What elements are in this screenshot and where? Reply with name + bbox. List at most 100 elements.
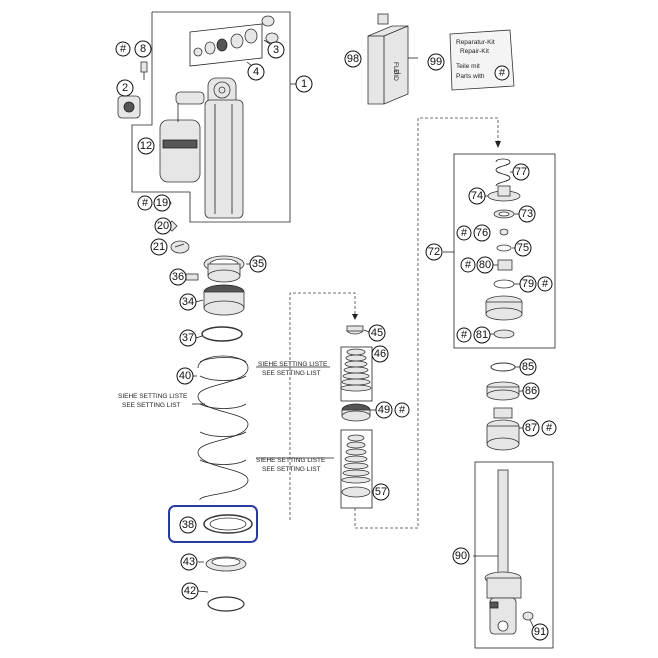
fluid-can: FLUID 5L [367, 13, 409, 105]
repair-text-4: Parts with [456, 73, 485, 80]
svg-text:36: 36 [172, 271, 184, 283]
repair-kit-box: Reparatur-Kit Repair-Kit Teile mit Parts… [449, 29, 515, 91]
label-35: 35 [249, 255, 267, 273]
part34-adjuster-nut [203, 284, 245, 316]
part35-spring-retainer [203, 255, 245, 283]
svg-text:85: 85 [522, 361, 534, 373]
highlight-box-38[interactable] [168, 505, 258, 543]
label-49: 49 [375, 401, 393, 419]
part4-box [189, 23, 263, 67]
shock-body [204, 77, 244, 219]
setting-spring-de: SIEHE SETTING LISTE [118, 393, 188, 400]
svg-text:73: 73 [521, 208, 533, 220]
label-86: 86 [522, 382, 540, 400]
label-80-hash: # [460, 257, 476, 273]
part3-cap [261, 15, 275, 27]
svg-text:98: 98 [347, 53, 359, 65]
label-73: 73 [518, 205, 536, 223]
part45-nut [346, 325, 364, 335]
part46-bracket [340, 346, 373, 402]
part2-adjuster [117, 95, 141, 119]
label-45: 45 [368, 324, 386, 342]
part86-seal [486, 381, 520, 401]
setting-top-en: SEE SETTING LIST [262, 370, 321, 377]
svg-text:49: 49 [378, 404, 390, 416]
part3-cap2 [265, 32, 279, 44]
label-91: 91 [531, 623, 549, 641]
part90-piston-rod [484, 469, 522, 635]
part90-frame [474, 461, 554, 649]
svg-text:99: 99 [430, 56, 442, 68]
part91-nut [522, 611, 534, 621]
svg-text:57: 57 [375, 486, 387, 498]
label-80: 80 [476, 256, 494, 274]
svg-text:2: 2 [122, 82, 128, 94]
svg-text:12: 12 [140, 140, 152, 152]
svg-text:90: 90 [455, 550, 467, 562]
svg-text:76: 76 [476, 227, 488, 239]
setting-bot-en: SEE SETTING LIST [262, 466, 321, 473]
label-79: 79 [519, 275, 537, 293]
label-38: 38 [179, 516, 197, 534]
svg-text:75: 75 [517, 242, 529, 254]
reservoir [159, 91, 205, 183]
svg-text:38: 38 [182, 519, 194, 531]
svg-text:35: 35 [252, 258, 264, 270]
label-34: 34 [179, 293, 197, 311]
dashed-link-right [354, 117, 499, 529]
right-group-parts [485, 158, 523, 339]
setting-spring-en: SEE SETTING LIST [122, 402, 181, 409]
label-85: 85 [519, 358, 537, 376]
svg-text:#: # [546, 422, 553, 434]
label-76: 76 [473, 224, 491, 242]
label-8: 8 [134, 40, 152, 58]
svg-text:8: 8 [140, 43, 146, 55]
fluid-unit: 5L [394, 69, 402, 76]
svg-text:20: 20 [157, 220, 169, 232]
label-8-hash: # [115, 41, 131, 57]
label-76-hash: # [456, 225, 472, 241]
label-40: 40 [176, 367, 194, 385]
part49-piston [341, 403, 371, 422]
svg-text:37: 37 [182, 332, 194, 344]
label-49-hash: # [394, 402, 410, 418]
label-1: 1 [295, 75, 313, 93]
label-81-hash: # [456, 327, 472, 343]
label-21: 21 [150, 238, 168, 256]
label-3: 3 [267, 41, 285, 59]
part4-seals [193, 28, 258, 57]
part40-spring [197, 355, 249, 501]
svg-text:34: 34 [182, 296, 194, 308]
part8-screw [140, 61, 148, 80]
svg-text:#: # [465, 259, 472, 271]
svg-text:74: 74 [471, 190, 483, 202]
svg-text:87: 87 [525, 422, 537, 434]
svg-text:4: 4 [253, 66, 259, 78]
svg-text:43: 43 [183, 556, 195, 568]
label-43: 43 [180, 553, 198, 571]
part46-shims [340, 348, 372, 392]
svg-text:#: # [542, 278, 549, 290]
label-19-hash: # [137, 195, 153, 211]
part72-frame [453, 153, 556, 349]
label-87: 87 [522, 419, 540, 437]
repair-text-1: Reparatur-Kit [456, 39, 495, 46]
label-79-hash: # [537, 276, 553, 292]
label-99: 99 [427, 53, 445, 71]
label-42: 42 [181, 582, 199, 600]
label-81: 81 [473, 326, 491, 344]
label-77: 77 [512, 163, 530, 181]
repair-text-3: Teile mit [456, 63, 480, 70]
part57-shims [341, 434, 371, 498]
svg-text:1: 1 [301, 78, 307, 90]
part37-ring [201, 326, 243, 342]
label-57: 57 [372, 483, 390, 501]
label-98: 98 [344, 50, 362, 68]
svg-text:#: # [461, 329, 468, 341]
label-72: 72 [425, 243, 443, 261]
label-4: 4 [247, 63, 265, 81]
svg-text:3: 3 [273, 44, 279, 56]
svg-text:46: 46 [374, 348, 386, 360]
label-20: 20 [154, 217, 172, 235]
label-46: 46 [371, 345, 389, 363]
